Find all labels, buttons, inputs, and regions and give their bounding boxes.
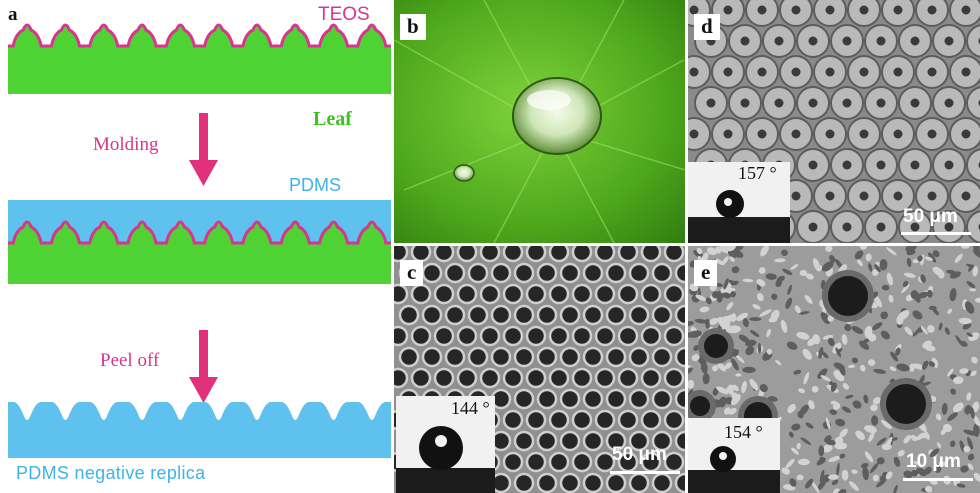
scale-label-d: 50 μm: [903, 206, 958, 227]
panel-d-sem: d 157 ° 50 μm: [688, 0, 980, 243]
leaf-photo: [394, 0, 685, 243]
scale-bar-d: [901, 232, 971, 235]
scale-bar-c: [610, 471, 680, 474]
contact-angle-inset-d: 157 °: [688, 162, 790, 243]
panel-c-label: c: [400, 260, 424, 286]
panel-d-label: d: [694, 14, 720, 40]
peel-off-arrow: [189, 330, 218, 403]
scale-label-e: 10 μm: [906, 451, 961, 472]
leaf-surface-2: [8, 222, 391, 284]
scale-label-c: 50 μm: [612, 444, 667, 465]
pdms-negative-replica: [8, 402, 391, 458]
teos-coating-1: [8, 23, 391, 48]
contact-angle-e: 154 °: [724, 422, 763, 442]
large-water-droplet: [512, 77, 602, 155]
panel-b-photo: b: [394, 0, 685, 243]
teos-label: TEOS: [318, 4, 370, 25]
panel-c-sem: c 144 ° 50 μm: [394, 246, 685, 493]
small-water-droplet: [453, 164, 475, 182]
schematic-drawing: [8, 23, 391, 458]
contact-angle-d: 157 °: [738, 163, 777, 183]
molding-arrow: [189, 113, 218, 186]
peel-off-label: Peel off: [100, 350, 160, 371]
leaf-surface-1: [8, 25, 391, 94]
panel-e-sem: e 154 ° 10 μm: [688, 246, 980, 493]
panel-a-label: a: [8, 4, 18, 25]
replica-label: PDMS negative replica: [16, 463, 206, 483]
leaf-label: Leaf: [313, 108, 352, 130]
molding-label: Molding: [93, 134, 159, 155]
teos-coating-2: [8, 220, 391, 245]
contact-angle-c: 144 °: [451, 398, 490, 418]
panel-b-label: b: [400, 14, 426, 40]
panel-a-schematic: a TEOS Leaf Molding PDMS Peel off PDMS n…: [0, 0, 392, 493]
pdms-label: PDMS: [289, 175, 342, 195]
contact-angle-inset-e: 154 °: [688, 418, 780, 493]
contact-angle-inset-c: 144 °: [396, 396, 495, 493]
panel-e-label: e: [694, 260, 718, 286]
scale-bar-e: [903, 478, 973, 481]
